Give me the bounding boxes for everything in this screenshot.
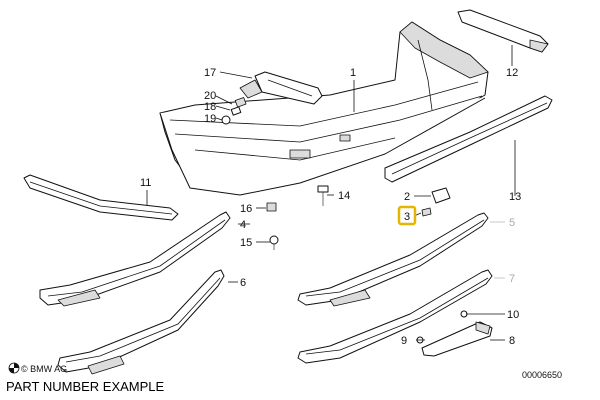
small-clips (221, 97, 247, 125)
callout-8: 8 (509, 335, 515, 347)
callout-2: 2 (404, 191, 410, 203)
right-trim-strip-part (384, 95, 553, 183)
callout-10: 10 (507, 309, 519, 321)
callout-19: 19 (204, 113, 216, 125)
right-spoiler-upper-part (297, 212, 489, 307)
left-spoiler-lower-part (57, 269, 225, 375)
callout-4: 4 (240, 219, 246, 231)
callout-14: 14 (338, 190, 350, 202)
upper-trim-part (457, 9, 549, 53)
left-trim-strip-part (23, 174, 179, 221)
rear-bumper-part (159, 21, 489, 196)
copyright-text: © BMW AG (21, 364, 67, 374)
leader-lines (146, 45, 516, 341)
nut-part (266, 202, 277, 212)
callout-20: 20 (204, 90, 216, 102)
callout-6: 6 (240, 277, 246, 289)
right-spoiler-lower-part (297, 269, 493, 364)
highlight-box-callout-3 (397, 205, 417, 226)
screw-part (269, 235, 279, 250)
callout-13: 13 (509, 191, 521, 203)
callout-18: 18 (204, 101, 216, 113)
callout-1: 1 (350, 67, 356, 79)
cover-part (431, 187, 451, 204)
callout-16: 16 (240, 203, 252, 215)
clip-part (421, 207, 432, 217)
drawing-number: 00006650 (522, 370, 562, 380)
callout-12: 12 (506, 67, 518, 79)
cover-plate-part (421, 321, 493, 357)
callout-9: 9 (401, 335, 407, 347)
callout-11: 11 (140, 177, 151, 189)
page-caption: PART NUMBER EXAMPLE (6, 379, 165, 394)
callout-17: 17 (204, 67, 216, 79)
callout-labels: 1 2 3 4 5 6 7 8 9 10 11 12 13 14 15 16 1… (140, 67, 521, 347)
callout-5: 5 (509, 217, 515, 229)
callout-7: 7 (509, 273, 515, 285)
bolt-part (317, 185, 329, 206)
bmw-logo-icon (8, 362, 20, 374)
bracket-part (239, 71, 323, 105)
callout-15: 15 (240, 237, 252, 249)
left-spoiler-upper-part (39, 211, 231, 307)
callout-3: 3 (404, 211, 410, 223)
